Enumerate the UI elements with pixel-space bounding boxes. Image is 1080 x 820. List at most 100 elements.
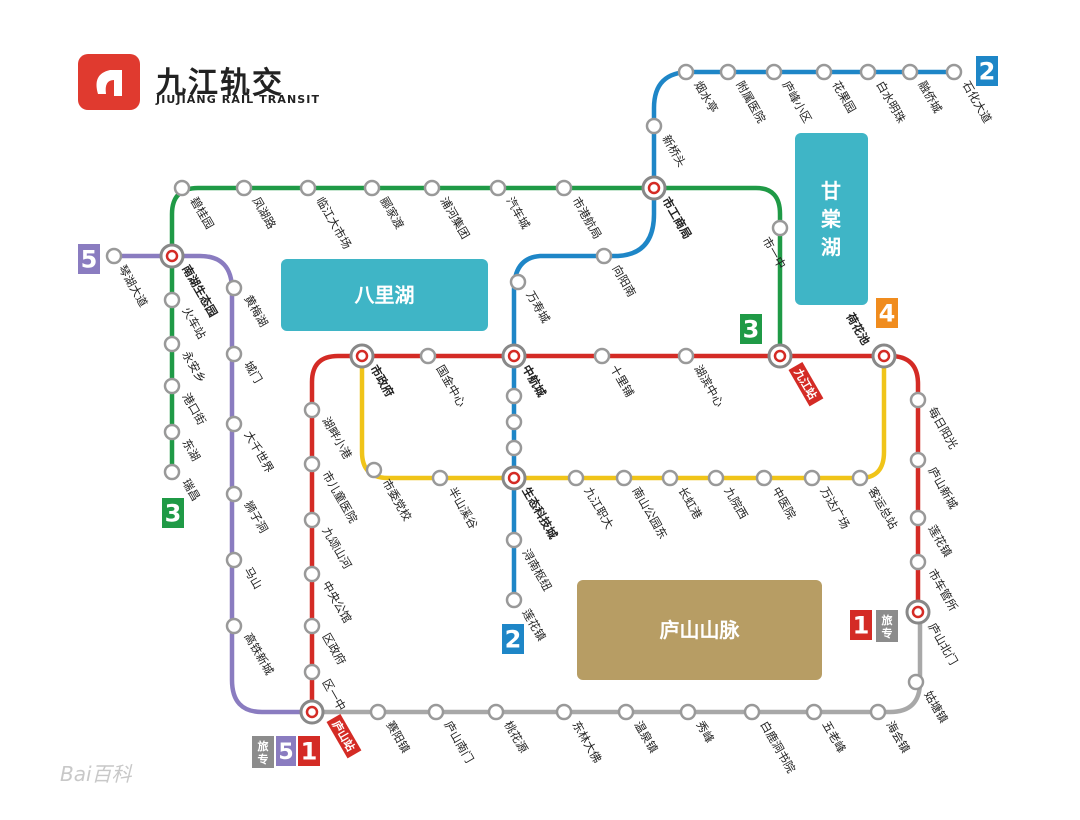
badge-tourist-east: 旅专 [876, 610, 898, 642]
station-临江大市场 [299, 179, 317, 197]
station-浔南枢纽 [505, 531, 523, 549]
label-市工商局: 市工商局 [659, 195, 694, 242]
station-line2-inner-0 [505, 387, 523, 405]
label-姑塘镇: 姑塘镇 [921, 689, 951, 726]
label-狮子洞: 狮子洞 [241, 499, 270, 536]
station-客运总站 [851, 469, 869, 487]
tag-九江站: 九江站 [788, 362, 824, 407]
station-融侨城 [901, 63, 919, 81]
transfer-九江站-core [773, 349, 787, 363]
station-九颂山河 [303, 511, 321, 529]
station-区政府 [303, 617, 321, 635]
label-莲花镇: 莲花镇 [925, 523, 955, 560]
station-区一中 [303, 663, 321, 681]
label-港口街: 港口街 [179, 391, 209, 428]
label-市港航局: 市港航局 [569, 195, 604, 242]
badge-tourist-south-bg [252, 736, 274, 768]
badge-tourist-south-text: 旅专 [258, 739, 269, 766]
station-烟水亭 [677, 63, 695, 81]
balihu-lake: 八里湖 [281, 259, 488, 331]
badge-line3-east: 3 [740, 314, 762, 344]
transfer-市政府 [349, 343, 375, 369]
station-姑塘镇 [907, 673, 925, 691]
badge-line1-south-bg [298, 736, 320, 766]
transfer-中航城-core [507, 349, 521, 363]
station-琴湖大道 [105, 247, 123, 265]
label-客运总站: 客运总站 [865, 485, 900, 532]
transfer-南湖生态园-core [165, 249, 179, 263]
label-黄梅湖: 黄梅湖 [241, 293, 270, 330]
station-莲花镇 [909, 509, 927, 527]
logo-frame [78, 54, 140, 110]
label-大千世界: 大千世界 [241, 429, 276, 476]
gantanghu-lake-shape [795, 133, 868, 305]
baike-watermark: Bai百科 [60, 762, 132, 786]
station-港口街 [163, 377, 181, 395]
label-赛阳镇: 赛阳镇 [383, 719, 413, 756]
station-市车管所 [909, 553, 927, 571]
label-浦河集团: 浦河集团 [437, 195, 472, 242]
station-国金中心 [419, 347, 437, 365]
station-永安乡 [163, 335, 181, 353]
label-庐山新城: 庐山新城 [925, 465, 960, 512]
station-万寿城 [509, 273, 527, 291]
station-东林大佛 [555, 703, 573, 721]
label-附属医院: 附属医院 [733, 79, 768, 126]
badge-line3-south: 3 [162, 498, 184, 528]
label-中航城: 中航城 [519, 363, 549, 400]
label-凤湖路: 凤湖路 [249, 195, 279, 232]
label-城门: 城门 [241, 359, 265, 386]
station-中央公馆 [303, 565, 321, 583]
label-向阳南: 向阳南 [609, 263, 638, 300]
badge-line3-east-bg [740, 314, 762, 344]
badge-line1-east-bg [850, 610, 872, 640]
station-温泉镇 [617, 703, 635, 721]
balihu-lake-shape [281, 259, 488, 331]
logo-mark [96, 70, 122, 96]
label-国金中心: 国金中心 [433, 363, 468, 410]
station-瑞昌 [163, 463, 181, 481]
station-line2-inner-1 [505, 413, 523, 431]
station-南山公园东 [615, 469, 633, 487]
station-秀峰 [679, 703, 697, 721]
label-浔南枢纽: 浔南枢纽 [519, 547, 554, 594]
transfer-tourist-north [905, 599, 931, 625]
station-市港航局 [555, 179, 573, 197]
label-琴湖大道: 琴湖大道 [115, 263, 150, 310]
line5-route [111, 253, 315, 715]
label-市一中: 市一中 [759, 235, 788, 272]
station-五老峰 [805, 703, 823, 721]
gantanghu-lake-label: 甘棠湖 [820, 179, 842, 259]
label-高铁新城: 高铁新城 [241, 631, 276, 678]
tag-庐山站-bg [326, 714, 362, 759]
station-桃花源 [487, 703, 505, 721]
station-凤湖路 [235, 179, 253, 197]
label-马山: 马山 [241, 565, 265, 592]
label-汽车城: 汽车城 [503, 195, 533, 232]
label-荷花池: 荷花池 [843, 310, 873, 348]
label-生态科技城: 生态科技城 [519, 485, 560, 542]
label-万寿城: 万寿城 [523, 289, 553, 326]
label-温泉镇: 温泉镇 [631, 719, 661, 756]
station-白鹿洞书院 [743, 703, 761, 721]
badge-tourist-east-text: 旅专 [882, 613, 893, 640]
station-大千世界 [225, 415, 243, 433]
badge-line1-south-text: 1 [301, 738, 318, 766]
label-临江大市场: 临江大市场 [313, 195, 354, 252]
label-东林大佛: 东林大佛 [569, 719, 604, 766]
station-每日阳光 [909, 391, 927, 409]
label-市车管所: 市车管所 [925, 567, 960, 614]
label-区政府: 区政府 [319, 631, 348, 668]
badge-line5-south-text: 5 [278, 740, 293, 765]
transfer-生态科技城 [501, 465, 527, 491]
station-湖畔小港 [303, 401, 321, 419]
label-花果园: 花果园 [829, 79, 858, 116]
station-城门 [225, 345, 243, 363]
station-向阳南 [595, 247, 613, 265]
station-白水明珠 [859, 63, 877, 81]
transfer-南湖生态园 [159, 243, 185, 269]
label-桃花源: 桃花源 [501, 719, 531, 756]
station-石化大道 [945, 63, 963, 81]
station-汽车城 [489, 179, 507, 197]
badge-line5-west: 5 [78, 244, 100, 274]
